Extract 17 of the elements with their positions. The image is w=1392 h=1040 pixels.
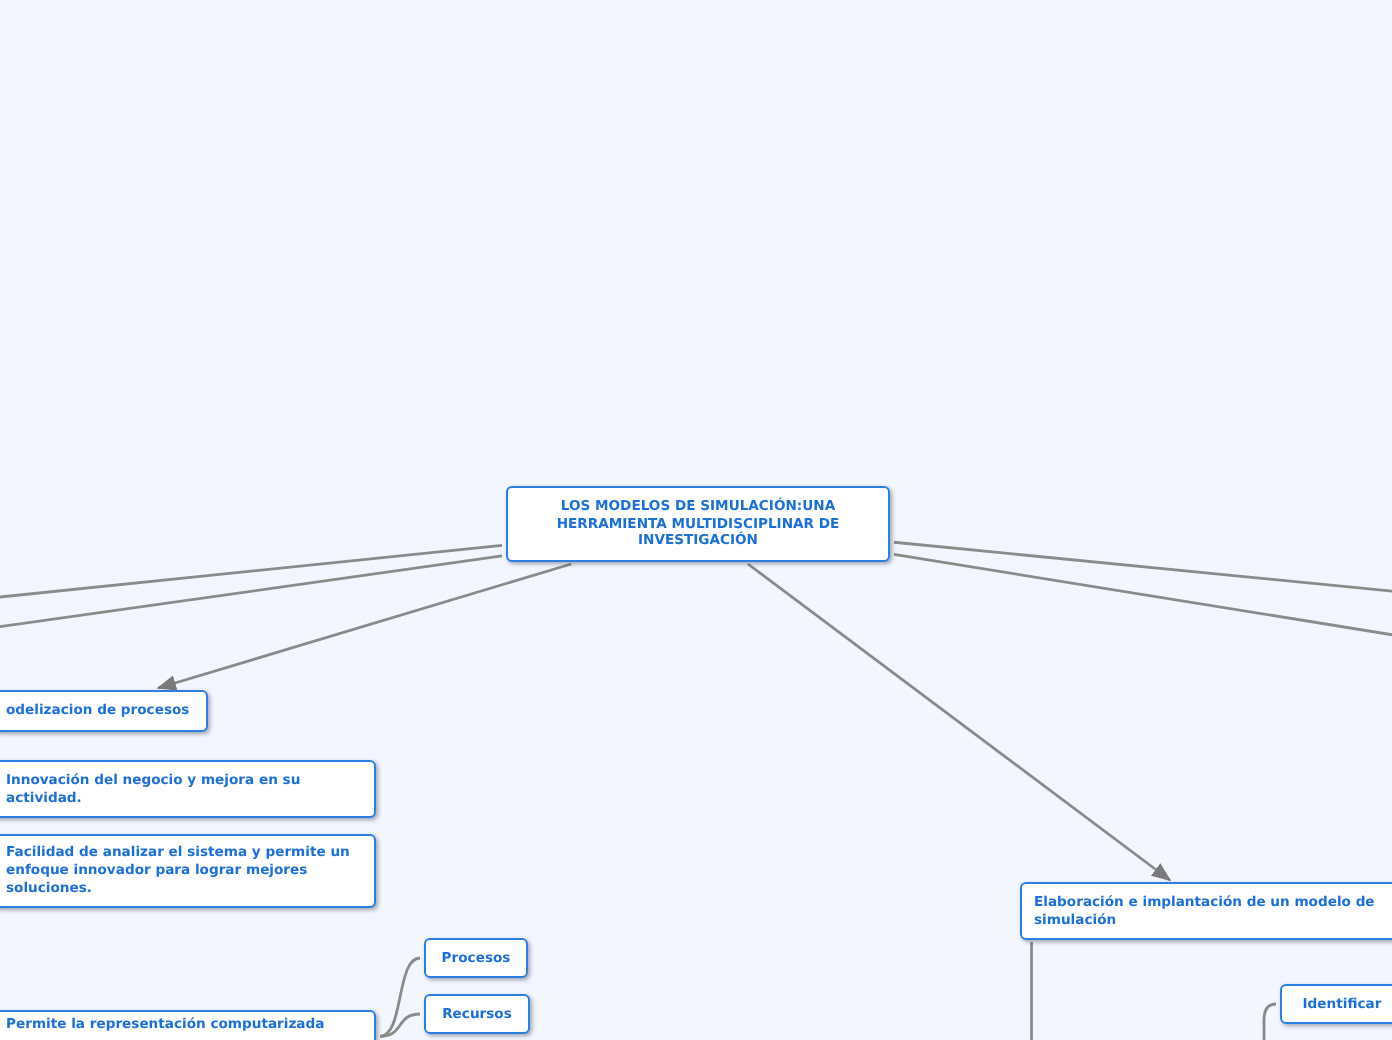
topic-box	[424, 994, 530, 1034]
connector-line	[893, 553, 1392, 638]
connector-line	[893, 540, 1392, 594]
topic-box	[0, 834, 376, 908]
arrow	[156, 562, 572, 691]
connector-line	[379, 956, 421, 1038]
arrow	[747, 562, 1172, 882]
connector-line	[0, 543, 503, 600]
topic-box	[0, 760, 376, 818]
topic-box	[424, 938, 528, 978]
topic-box	[1020, 882, 1392, 940]
connector-line	[0, 554, 503, 630]
topic-box	[506, 486, 890, 562]
connector-line	[1030, 942, 1277, 1040]
topic-box	[0, 690, 208, 732]
connector-line	[379, 1012, 421, 1038]
topic-box	[1280, 984, 1392, 1024]
